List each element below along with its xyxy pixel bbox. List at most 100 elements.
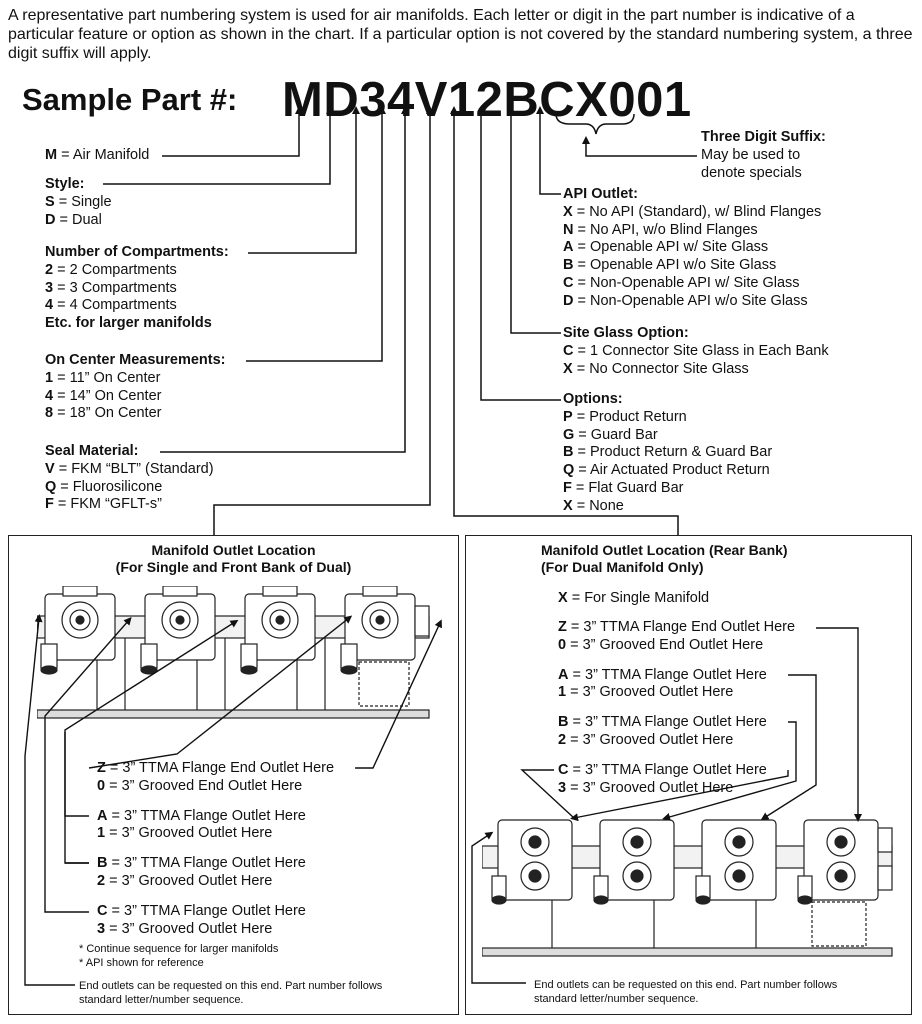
code: 2 [558,731,567,748]
front-outlet-list: Z = 3” TTMA Flange End Outlet Here 0 = 3… [97,760,334,938]
code: 3 [558,779,567,796]
desc: = Non-Openable API w/ Site Glass [573,274,800,291]
site-glass-block: Site Glass Option: C = 1 Connector Site … [563,325,829,378]
list-item: B = 3” TTMA Flange Outlet Here [558,714,795,732]
code: B [563,444,574,461]
compartment-1 [40,586,116,675]
suffix-line: denote specials [701,164,802,181]
code: C [563,274,574,291]
list-item: C = 3” TTMA Flange Outlet Here [558,762,795,780]
code: Z [97,760,106,776]
code: 3 [97,920,106,937]
list-item: P = Product Return [563,409,772,427]
part-number: MD34V12BCX001 [282,73,692,127]
style-heading: Style: [45,176,85,192]
compartment-2 [140,586,216,675]
desc: = 3” Grooved Outlet Here [105,872,273,889]
desc: = Openable API w/ Site Glass [573,239,769,256]
code: 0 [97,777,106,794]
desc: = Non-Openable API w/o Site Glass [573,292,808,309]
code: N [563,221,574,238]
code: B [558,714,569,731]
code: A [97,807,108,824]
desc: = 2 Compartments [53,261,177,278]
list-item: A = 3” TTMA Flange Outlet Here [97,808,334,826]
list-item: F = Flat Guard Bar [563,480,772,498]
list-item: Q = Fluorosilicone [45,479,214,497]
desc: = 3” TTMA Flange Outlet Here [568,714,767,731]
rear-manifold-drawing [482,819,893,957]
list-item: D = Dual [45,212,112,230]
desc: = Single [54,193,112,210]
front-notes: * Continue sequence for larger manifolds… [79,942,278,970]
list-item: 2 = 3” Grooved Outlet Here [558,732,795,750]
compartment-4 [340,586,430,707]
desc: = FKM “GFLT-s” [53,496,162,513]
code: X [563,203,573,220]
list-item: 2 = 3” Grooved Outlet Here [97,873,334,891]
desc: = No API, w/o Blind Flanges [573,221,758,238]
code: X [558,590,568,606]
rear-outlet-list: Z = 3” TTMA Flange End Outlet Here 0 = 3… [558,619,795,797]
list-item: 3 = 3 Compartments [45,280,229,298]
title-line: Manifold Outlet Location [151,542,316,558]
desc: = 3” TTMA Flange Outlet Here [568,666,767,683]
options-block: Options: P = Product Return G = Guard Ba… [563,391,772,516]
rear-end-note: End outlets can be requested on this end… [534,978,837,1006]
code: 1 [45,369,54,386]
desc: = No Connector Site Glass [572,360,749,377]
desc: = 14” On Center [53,387,162,404]
code: C [558,761,569,778]
desc: = 3” Grooved End Outlet Here [105,777,303,794]
suffix-block: Three Digit Suffix: May be used to denot… [701,129,826,182]
front-manifold-drawing [37,586,430,719]
desc: = 3” TTMA Flange Outlet Here [568,761,767,778]
note-line: standard letter/number sequence. [79,994,244,1006]
code: 4 [45,297,54,314]
front-end-note: End outlets can be requested on this end… [79,979,382,1007]
code: S [45,193,55,210]
intro-paragraph: A representative part numbering system i… [8,7,913,62]
code: G [563,426,575,443]
desc: = 3” TTMA Flange Outlet Here [107,902,306,919]
desc: = Air Actuated Product Return [574,462,770,479]
desc: = 18” On Center [53,405,162,422]
sample-part-label: Sample Part #: [22,82,238,117]
code: A [563,239,574,256]
desc: = 1 Connector Site Glass in Each Bank [573,342,829,359]
style-block: Style: S = Single D = Dual [45,176,112,229]
list-item: 8 = 18” On Center [45,405,226,423]
list-item: Z = 3” TTMA Flange End Outlet Here [97,760,334,778]
list-item: 4 = 14” On Center [45,388,226,406]
list-item: C = Non-Openable API w/ Site Glass [563,275,821,293]
list-item: X = No Connector Site Glass [563,361,829,379]
list-item: 3 = 3” Grooved Outlet Here [558,780,795,798]
code: 1 [558,684,567,701]
note-line: * API shown for reference [79,957,204,969]
code: Q [45,478,57,495]
desc: = 3” TTMA Flange Outlet Here [107,807,306,824]
compartments-note: Etc. for larger manifolds [45,315,212,332]
code: F [563,479,572,496]
desc: = Flat Guard Bar [571,479,684,496]
list-item: 1 = 11” On Center [45,370,226,388]
desc: = None [572,497,624,514]
front-outlet-box: Manifold Outlet Location (For Single and… [8,535,459,1015]
options-heading: Options: [563,391,623,407]
code: Q [563,462,575,479]
desc: = Dual [55,211,102,228]
code: P [563,408,573,425]
note-line: * Continue sequence for larger manifolds [79,943,279,955]
desc: = 3” TTMA Flange End Outlet Here [566,619,796,635]
code: M [45,147,58,163]
front-box-title: Manifold Outlet Location (For Single and… [9,542,458,576]
list-item: 1 = 3” Grooved Outlet Here [97,825,334,843]
desc: = Product Return & Guard Bar [573,444,773,461]
seal-block: Seal Material: V = FKM “BLT” (Standard) … [45,443,214,514]
code: 0 [558,636,567,653]
desc: = 11” On Center [53,369,161,386]
desc: = FKM “BLT” (Standard) [54,460,214,477]
code: 2 [45,261,54,278]
desc: = Fluorosilicone [56,478,163,495]
desc: = For Single Manifold [567,590,710,606]
